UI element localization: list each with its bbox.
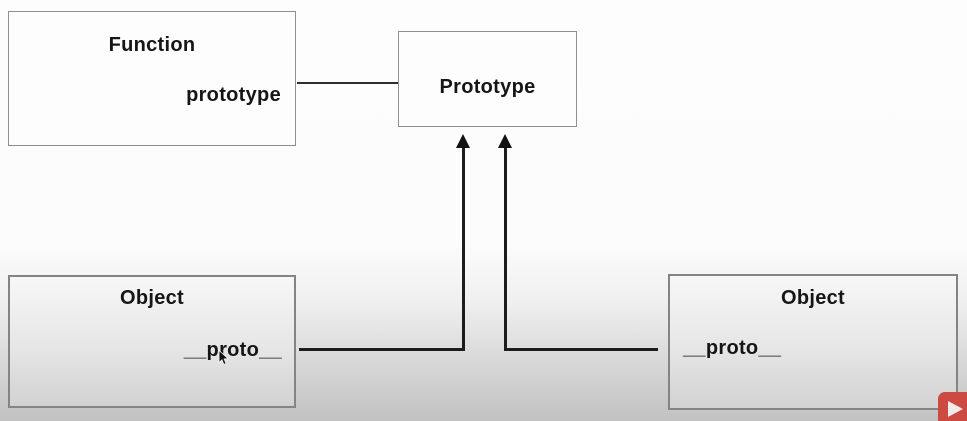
prototype-node-title: Prototype bbox=[439, 76, 536, 98]
object-left-title: Object bbox=[119, 287, 185, 309]
mouse-cursor-icon bbox=[218, 350, 229, 365]
edge-left-proto-vertical bbox=[462, 146, 465, 351]
edge-left-proto-horizontal bbox=[299, 348, 464, 351]
function-node-title: Function bbox=[108, 34, 196, 56]
edge-right-proto-horizontal bbox=[506, 348, 658, 351]
object-right-title: Object bbox=[780, 287, 846, 309]
function-node: Function prototype bbox=[8, 11, 296, 146]
object-right-proto-property: __proto__ bbox=[683, 337, 782, 359]
play-button[interactable] bbox=[938, 392, 967, 421]
function-prototype-property: prototype bbox=[186, 84, 281, 106]
play-icon bbox=[948, 401, 963, 417]
edge-right-proto-vertical bbox=[504, 146, 507, 351]
object-node-left: Object __proto__ bbox=[8, 275, 296, 408]
prototype-node: Prototype bbox=[398, 31, 577, 127]
arrow-up-icon bbox=[498, 134, 512, 148]
edge-prototype-to-prototype-box bbox=[297, 82, 398, 84]
object-left-proto-property: __proto__ bbox=[183, 339, 282, 361]
arrow-up-icon bbox=[456, 134, 470, 148]
object-node-right: Object __proto__ bbox=[668, 274, 958, 410]
